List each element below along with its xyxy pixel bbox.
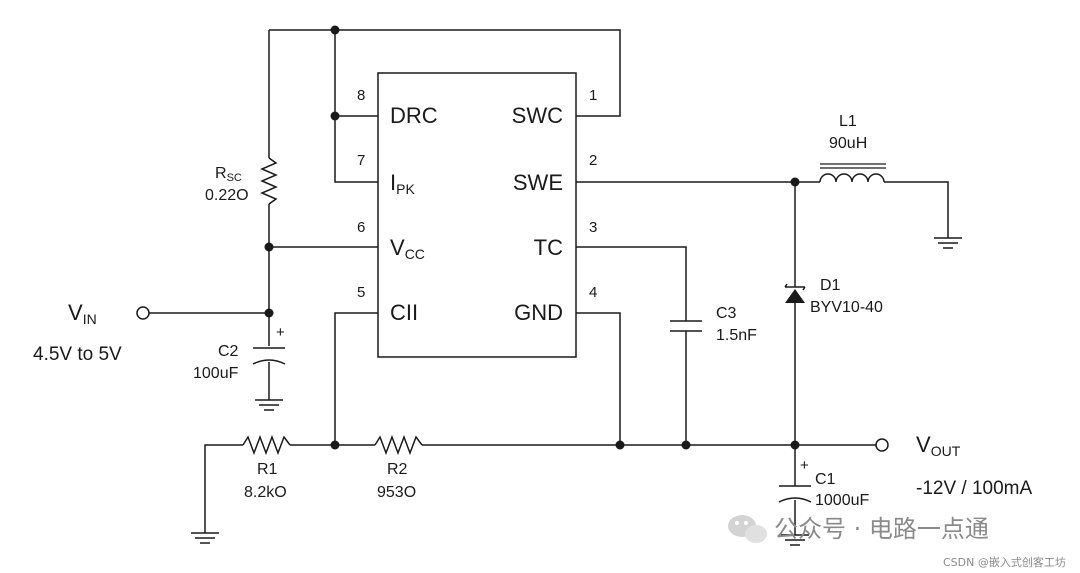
inductor-l1 bbox=[819, 173, 885, 183]
ic-label-tc: TC bbox=[534, 235, 563, 260]
junction-dot bbox=[790, 440, 800, 450]
pin-number-8: 8 bbox=[357, 87, 365, 104]
pin-number-6: 6 bbox=[357, 219, 365, 236]
inductor-l1-core bbox=[820, 163, 886, 169]
ground-c2 bbox=[255, 399, 283, 411]
pin-number-5: 5 bbox=[357, 284, 365, 301]
wire-l1-ground bbox=[884, 181, 949, 238]
c1-value: 1000uF bbox=[815, 492, 869, 509]
vin-range: 4.5V to 5V bbox=[33, 344, 122, 365]
junction-dot bbox=[790, 177, 800, 187]
c2-label: C2 bbox=[218, 343, 239, 360]
d1-value: BYV10-40 bbox=[810, 299, 883, 316]
junction-dot bbox=[330, 25, 340, 35]
ic-label-swe: SWE bbox=[513, 170, 563, 195]
ground-l1 bbox=[934, 237, 962, 249]
c3-value: 1.5nF bbox=[716, 327, 757, 344]
wire-cii bbox=[334, 312, 378, 445]
ground-r1 bbox=[191, 532, 219, 544]
junction-dot bbox=[615, 440, 625, 450]
ic-label-ipk: IPK bbox=[390, 170, 415, 197]
capacitor-c3 bbox=[670, 320, 702, 332]
vout-label: VOUT bbox=[916, 432, 961, 459]
junction-dot bbox=[330, 440, 340, 450]
vin-label: VIN bbox=[68, 300, 97, 327]
diode-d1-body bbox=[785, 289, 805, 303]
vout-spec: -12V / 100mA bbox=[916, 478, 1032, 499]
ic-label-vcc: VCC bbox=[390, 235, 425, 262]
wire-bottom-rail-left bbox=[204, 444, 243, 533]
rsc-label: RSC bbox=[215, 165, 242, 184]
pin-number-3: 3 bbox=[589, 219, 597, 236]
wechat-watermark: 公众号 · 电路一点通 bbox=[774, 515, 989, 543]
r2-value: 953O bbox=[377, 484, 416, 501]
junction-dot bbox=[264, 242, 274, 252]
resistor-r2 bbox=[374, 434, 423, 456]
junction-dot bbox=[330, 111, 340, 121]
ic-label-gnd: GND bbox=[514, 300, 563, 325]
d1-label: D1 bbox=[820, 277, 841, 294]
ic-body bbox=[377, 72, 577, 358]
r1-value: 8.2kO bbox=[244, 484, 287, 501]
junction-dot bbox=[681, 440, 691, 450]
ground-c1 bbox=[781, 534, 809, 546]
pin-number-4: 4 bbox=[589, 284, 597, 301]
ic-label-cii: CII bbox=[390, 300, 418, 325]
wire-top-loop bbox=[269, 29, 621, 117]
junction-dot bbox=[264, 308, 274, 318]
pin-number-1: 1 bbox=[589, 87, 597, 104]
c3-label: C3 bbox=[716, 305, 737, 322]
csdn-watermark: CSDN @嵌入式创客工坊 bbox=[943, 555, 1066, 569]
rsc-value: 0.22O bbox=[205, 187, 249, 204]
r1-label: R1 bbox=[257, 461, 278, 478]
diode-d1 bbox=[784, 283, 806, 291]
wechat-icon bbox=[728, 515, 767, 543]
r2-label: R2 bbox=[387, 461, 408, 478]
vout-terminal bbox=[875, 438, 889, 452]
vin-terminal bbox=[136, 306, 150, 320]
c2-value: 100uF bbox=[193, 365, 239, 382]
c2-polarity: + bbox=[276, 324, 285, 341]
resistor-rsc bbox=[260, 157, 278, 205]
ic-label-swc: SWC bbox=[512, 103, 563, 128]
wire-vin bbox=[149, 247, 270, 346]
resistor-r1 bbox=[242, 434, 291, 456]
ic-label-drc: DRC bbox=[390, 103, 438, 128]
capacitor-c1 bbox=[778, 485, 812, 503]
wire-drc bbox=[334, 30, 378, 183]
capacitor-c2 bbox=[252, 347, 286, 365]
wire-gnd-pin bbox=[576, 312, 621, 445]
l1-label: L1 bbox=[839, 113, 857, 130]
pin-number-7: 7 bbox=[357, 152, 365, 169]
c1-polarity: + bbox=[800, 457, 809, 474]
l1-value: 90uH bbox=[829, 135, 867, 152]
wire-tc-pin bbox=[576, 246, 687, 321]
c1-label: C1 bbox=[815, 471, 836, 488]
pin-number-2: 2 bbox=[589, 152, 597, 169]
